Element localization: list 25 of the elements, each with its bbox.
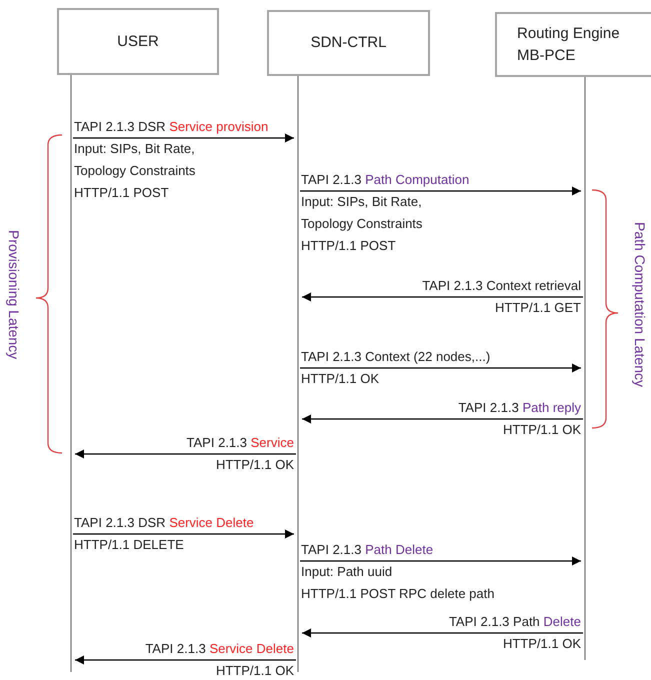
message-label: TAPI 2.1.3 Context (22 nodes,...) HTTP/1.1 OK <box>301 348 490 388</box>
arrow <box>300 186 581 196</box>
arrow <box>300 556 581 566</box>
message-label: TAPI 2.1.3 Context retrieval HTTP/1.1 GET <box>422 277 581 317</box>
message-label: TAPI 2.1.3 Path Delete HTTP/1.1 OK <box>448 613 581 653</box>
arrow <box>300 364 581 372</box>
message-label: TAPI 2.1.3 DSR Service provision Input: SIPs, Bit Rate, Topology Constraints HTTP/1.1 POST <box>74 118 268 202</box>
message-label: TAPI 2.1.3 Service Delete HTTP/1.1 OK <box>145 640 294 680</box>
participant-box: Routing Engine MB-PCE <box>495 12 651 77</box>
message-label: TAPI 2.1.3 Path Computation Input: SIPs, Bit Rate, Topology Constraints HTTP/1.1 POST <box>301 171 470 255</box>
message-label: TAPI 2.1.3 Path reply HTTP/1.1 OK <box>458 399 581 439</box>
participant-box: SDN-CTRL <box>267 10 430 76</box>
arrow <box>302 628 583 638</box>
latency-label: Provisioning Latency <box>6 230 22 360</box>
arrow <box>75 656 296 664</box>
message-label: TAPI 2.1.3 Service HTTP/1.1 OK <box>186 434 294 474</box>
arrow <box>73 134 294 142</box>
participant-box: USER <box>57 8 219 75</box>
arrow <box>75 450 296 458</box>
message-label: TAPI 2.1.3 Path Delete Input: Path uuid HTTP/1.1 POST RPC delete path <box>301 541 494 603</box>
arrow <box>302 414 583 424</box>
message-label: TAPI 2.1.3 DSR Service Delete HTTP/1.1 DELETE <box>74 514 254 554</box>
arrow <box>302 292 583 302</box>
latency-label: Path Computation Latency <box>632 222 648 387</box>
arrow <box>73 530 294 538</box>
